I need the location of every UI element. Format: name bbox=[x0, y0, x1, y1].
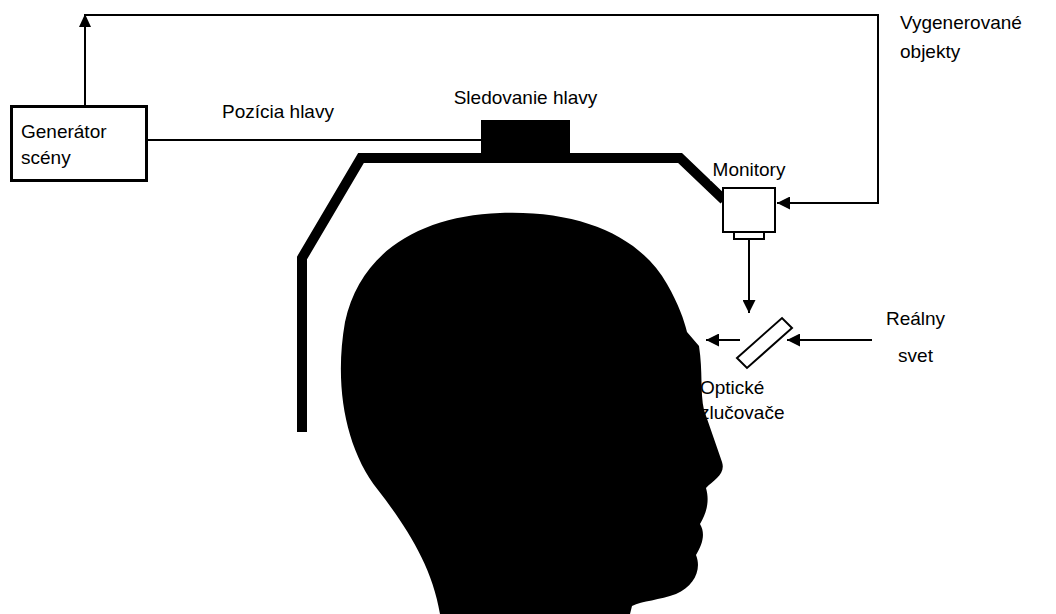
real-world-arrow bbox=[787, 339, 872, 341]
edge-label: Vygenerované objekty bbox=[900, 8, 1050, 66]
connector bbox=[85, 15, 878, 203]
edge-label: Pozícia hlavy bbox=[222, 99, 382, 125]
monitor-unit: Monitory bbox=[722, 187, 776, 240]
monitor-body bbox=[723, 188, 775, 232]
monitor-lens bbox=[734, 232, 764, 239]
light-to-eye-arrow bbox=[706, 339, 740, 341]
optical-combiner: Optické zlučovače bbox=[735, 314, 795, 372]
head-silhouette bbox=[341, 213, 723, 614]
combiner-symbol bbox=[735, 314, 795, 372]
headset-frame bbox=[302, 158, 724, 432]
node-label: Optické zlučovače bbox=[700, 376, 800, 425]
scene-generator-box: Generátor scény bbox=[10, 105, 148, 182]
head-tracker: Sledovanie hlavy bbox=[481, 120, 570, 160]
connector bbox=[148, 139, 481, 141]
node-label: Generátor scény bbox=[21, 119, 137, 170]
connector bbox=[748, 240, 750, 313]
monitor-symbol bbox=[722, 187, 776, 240]
node-label: Sledovanie hlavy bbox=[454, 87, 598, 109]
combiner-plate bbox=[737, 318, 792, 368]
node-label: Monitory bbox=[711, 159, 788, 181]
real-world-label: Reálny svet bbox=[868, 300, 963, 374]
